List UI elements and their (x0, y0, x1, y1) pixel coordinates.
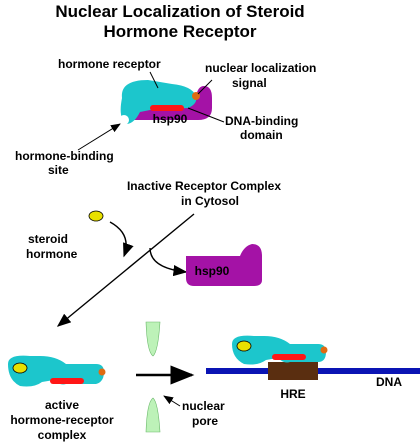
steroid-label-line-1: steroid (28, 232, 68, 246)
dna-label: DNA (376, 375, 402, 389)
hre-element (268, 362, 318, 380)
hormone-binding-label-line-1: hormone-binding (15, 149, 114, 163)
dna-binding-label-line-1: DNA-binding (225, 114, 298, 128)
active-nls-dot (98, 368, 106, 376)
hormone-binding-label-line-2: site (48, 163, 69, 177)
active-label-line-2: hormone-receptor (10, 413, 114, 427)
inactive-label-line-2: in Cytosol (181, 194, 239, 208)
bound-complex-nucleus (232, 335, 328, 365)
title-line-1: Nuclear Localization of Steroid (55, 2, 304, 21)
receptor-body (120, 80, 197, 124)
bound-hormone (236, 340, 252, 352)
hormone-entry-arrow (109, 221, 134, 258)
nls-pointer (197, 79, 213, 95)
hormone-receptor-label: hormone receptor (58, 57, 161, 71)
dissociation-arrow (56, 213, 195, 327)
hsp90-complex-label: hsp90 (153, 112, 188, 126)
nuclear-pore-bottom (145, 397, 161, 433)
hormone-receptor-pointer (149, 71, 159, 89)
nuclear-pore-top (145, 321, 161, 357)
dna-binding-bar (150, 105, 184, 111)
steroid-hormone-molecule (88, 210, 104, 222)
nuclear-pore-pointer (163, 395, 181, 407)
bound-dna-binding-bar (272, 354, 306, 360)
active-hormone (12, 362, 28, 374)
title-line-2: Hormone Receptor (103, 22, 256, 41)
inactive-receptor-complex: hsp90 (119, 80, 212, 126)
nuclear-pore-label-line-1: nuclear (182, 399, 225, 413)
bound-nls-dot (320, 346, 328, 354)
dna-binding-pointer (187, 107, 225, 123)
nls-label-line-2: signal (232, 76, 267, 90)
active-label-line-3: complex (38, 428, 87, 442)
hormone-binding-site (119, 115, 129, 125)
inactive-label-line-1: Inactive Receptor Complex (127, 179, 281, 193)
steroid-label-line-2: hormone (26, 247, 78, 261)
active-dna-binding-bar (50, 378, 84, 384)
active-label-line-1: active (45, 398, 79, 412)
free-hsp90: hsp90 (186, 244, 262, 286)
nuclear-pore-label-line-2: pore (192, 414, 218, 428)
hsp90-free-label: hsp90 (195, 264, 230, 278)
hre-label: HRE (280, 387, 305, 401)
dna-binding-label-line-2: domain (240, 128, 283, 142)
hormone-binding-arrow (77, 123, 121, 151)
hsp90-release-arrow (149, 247, 188, 277)
active-complex-cytosol (8, 355, 106, 387)
nls-label-line-1: nuclear localization (205, 61, 316, 75)
